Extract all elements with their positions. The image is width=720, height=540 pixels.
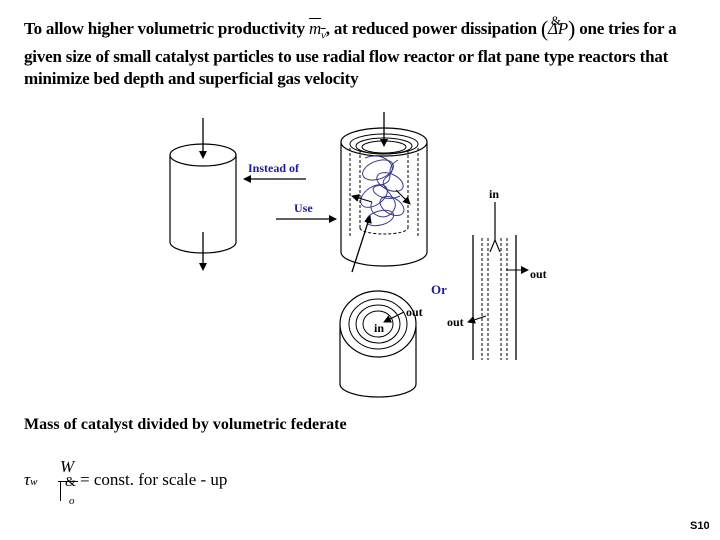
use-label: Use [294,201,313,215]
intro-part2: , at reduced power dissipation [325,19,537,38]
tau-symbol: τ [24,470,31,489]
instead-of-label: Instead of [248,161,300,175]
volumetric-flow-symbol: mv [308,19,326,42]
flat-out-right-label: out [530,267,547,281]
or-label: Or [431,282,447,297]
flat-out-left-label: out [447,315,464,329]
formula-rhs: = const. for scale - up [80,470,228,489]
concentric-ring-reactor [339,290,417,398]
flat-in-label: in [489,187,499,201]
ring-out-label: out [406,305,423,319]
space-time-formula: τw W & o = const. for scale - up [24,457,254,509]
intro-part3: one tries for a given size of small cata… [24,19,677,89]
packed-bed-cylinder [169,118,237,271]
intro-part1: To allow higher volumetric productivity [24,19,305,38]
page-number: S10 [690,520,710,532]
ring-in-label: in [374,321,384,335]
radial-flow-reactor [340,112,428,273]
mass-of-catalyst-text: Mass of catalyst divided by volumetric f… [24,416,347,433]
power-dissipation-symbol: (&ΔP) [540,13,576,41]
intro-paragraph: To allow higher volumetric productivity … [24,13,714,90]
flat-pane-reactor [467,202,529,360]
tau-subscript: w [30,476,38,488]
formula-numerator: W [60,457,75,476]
fraction-bar [58,481,78,482]
formula-denominator: & o [60,475,76,507]
